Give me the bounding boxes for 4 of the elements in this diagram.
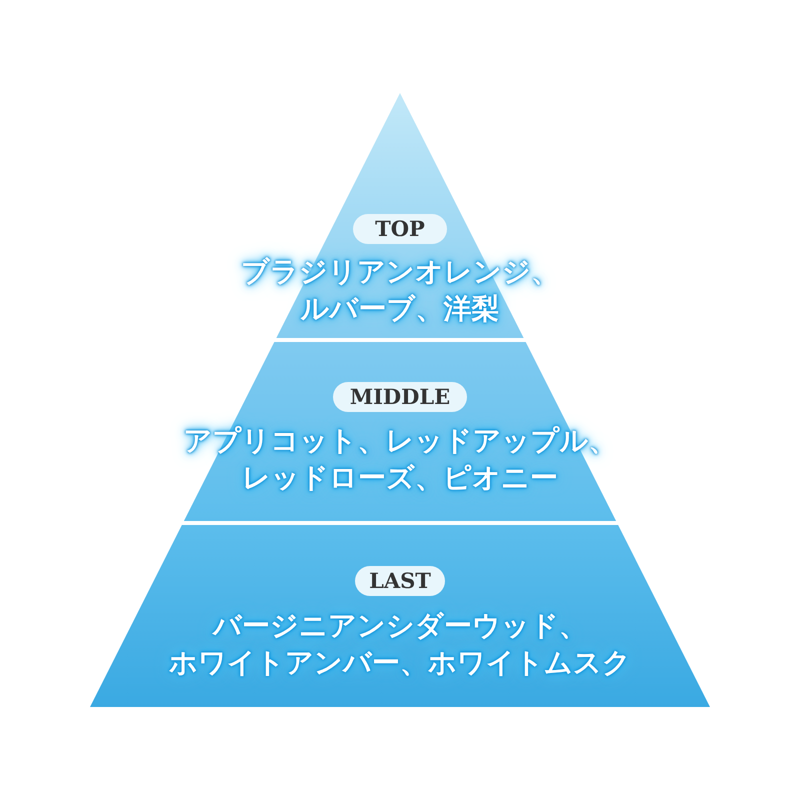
tier-label-pill: LAST: [355, 566, 445, 596]
ingredient-text: バージニアンシダーウッド、ホワイトアンバー、ホワイトムスク: [168, 608, 632, 681]
tier-label-pill: TOP: [353, 214, 447, 244]
tier-label-pill: MIDDLE: [333, 382, 467, 412]
